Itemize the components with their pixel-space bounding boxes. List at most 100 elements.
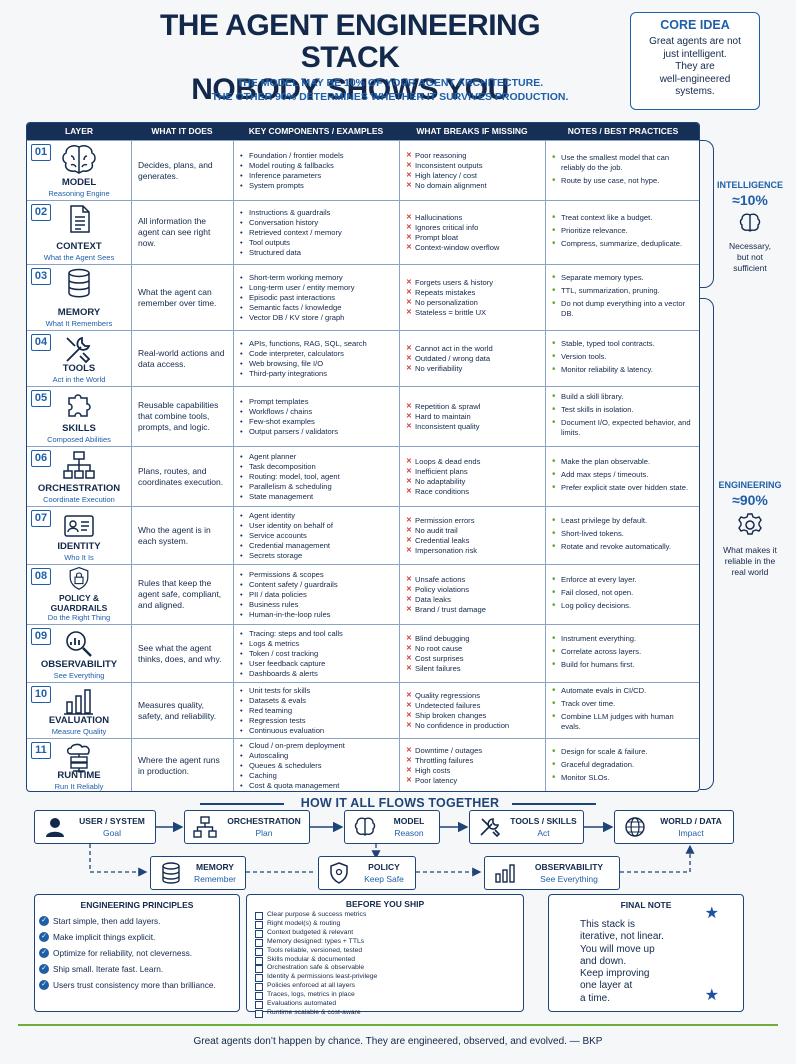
layer-description: Plans, routes, and coordinates execution…: [138, 465, 224, 487]
what-cell: Where the agent runs in production.: [131, 739, 233, 791]
flow-title-rule-left: [200, 803, 284, 805]
checklist-item[interactable]: Orchestration safe & observable: [247, 964, 523, 974]
principles-heading: ENGINEERING PRINCIPLES: [80, 900, 194, 910]
col-header-layer: LAYER: [64, 126, 94, 136]
col-header-what: WHAT IT DOES: [151, 126, 213, 136]
component-item: User feedback capture: [240, 659, 393, 669]
component-item: Logs & metrics: [240, 639, 393, 649]
hierarchy-icon: [63, 451, 95, 479]
layer-subtitle: Who It Is: [64, 553, 94, 562]
component-item: Foundation / frontier models: [240, 151, 393, 161]
break-item: No root cause: [406, 644, 539, 654]
user-icon: [46, 818, 64, 837]
break-item: Inconsistent quality: [406, 422, 539, 432]
checklist-item[interactable]: Runtime scalable & cost-aware: [247, 1009, 523, 1018]
note-item: Fail closed, not open.: [552, 588, 695, 598]
checklist-item[interactable]: Identity & permissions least-privilege: [247, 973, 523, 983]
notes-cell: Build a skill library.Test skills in iso…: [545, 387, 699, 446]
checklist-item[interactable]: Policies enforced at all layers: [247, 982, 523, 992]
note-item: Compress, summarize, deduplicate.: [552, 239, 695, 249]
checklist-item[interactable]: Clear purpose & success metrics: [247, 911, 523, 920]
checklist-item[interactable]: Memory designed: types + TTLs: [247, 938, 523, 947]
flow-node-sub: Impact: [678, 828, 704, 838]
component-item: Long-term user / entity memory: [240, 283, 393, 293]
what-cell: Reusable capabilities that combine tools…: [131, 387, 233, 446]
layer-number: 08: [31, 568, 51, 585]
note-item: Build for humans first.: [552, 660, 695, 670]
breaks-cell: Poor reasoningInconsistent outputsHigh l…: [399, 141, 545, 200]
break-item: Data leaks: [406, 595, 539, 605]
subtitle-line-2: THE OTHER 90% DETERMINES WHETHER IT SURV…: [211, 91, 569, 103]
core-idea-line: just intelligent.: [663, 48, 727, 60]
checklist-item[interactable]: Skills modular & documented: [247, 956, 523, 965]
note-item: Prefer explicit state over hidden state.: [552, 483, 695, 493]
flow-node-sub: Act: [537, 828, 550, 838]
principle-item: ✓Ship small. Iterate fast. Learn.: [35, 964, 239, 974]
layer-number: 04: [31, 334, 51, 351]
layer-name: IDENTITY: [57, 541, 101, 552]
engineering-pct: ≈90%: [732, 492, 768, 508]
brain-icon: [739, 213, 761, 232]
lock-shield-icon: [69, 566, 89, 590]
final-note-box: FINAL NOTE This stack is iterative, not …: [548, 894, 744, 1012]
component-item: Datasets & evals: [240, 696, 393, 706]
layer-description: Where the agent runs in production.: [138, 755, 220, 776]
flow-node-policy: POLICY Keep Safe: [318, 856, 416, 890]
component-item: APIs, functions, RAG, SQL, search: [240, 339, 393, 349]
notes-cell: Separate memory types.TTL, summarization…: [545, 265, 699, 330]
component-item: Agent planner: [240, 452, 393, 462]
component-item: Short-term working memory: [240, 273, 393, 283]
component-item: Routing: model, tool, agent: [240, 472, 393, 482]
puzzle-icon: [68, 394, 91, 417]
col-header-notes: NOTES / BEST PRACTICES: [567, 126, 679, 136]
checklist-item[interactable]: Traces, logs, metrics in place: [247, 991, 523, 1001]
checklist-item[interactable]: Context budgeted & relevant: [247, 929, 523, 938]
layer-description: Decides, plans, and generates.: [138, 159, 213, 181]
component-item: Cost & quota management: [240, 781, 393, 791]
component-item: Third-party integrations: [240, 369, 393, 379]
final-note-line: iterative, not linear.: [580, 931, 664, 943]
engineering-desc-line: reliable in the: [724, 556, 776, 566]
component-item: Permissions & scopes: [240, 570, 393, 580]
break-item: Ignores critical info: [406, 223, 539, 233]
principles-list: ✓Start simple, then add layers.✓Make imp…: [35, 916, 239, 990]
component-item: System prompts: [240, 181, 393, 191]
component-item: Task decomposition: [240, 462, 393, 472]
break-item: Downtime / outages: [406, 746, 539, 756]
table-header: LAYER WHAT IT DOES KEY COMPONENTS / EXAM…: [27, 123, 699, 140]
flow-node-title: OBSERVABILITY: [534, 862, 604, 872]
col-header-components: KEY COMPONENTS / EXAMPLES: [248, 126, 384, 136]
checklist-item[interactable]: Evaluations automated: [247, 1000, 523, 1009]
break-item: Stateless = brittle UX: [406, 308, 539, 318]
notes-cell: Automate evals in CI/CD.Track over time.…: [545, 683, 699, 738]
break-item: Prompt bloat: [406, 233, 539, 243]
notes-cell: Enforce at every layer.Fail closed, not …: [545, 565, 699, 624]
checklist-heading: BEFORE YOU SHIP: [345, 899, 425, 909]
break-item: No verifiability: [406, 364, 539, 374]
break-item: Undetected failures: [406, 701, 539, 711]
checklist-item[interactable]: Right model(s) & routing: [247, 920, 523, 929]
component-item: Secrets storage: [240, 551, 393, 561]
checklist-item[interactable]: Tools reliable, versioned, tested: [247, 947, 523, 956]
layer-number: 09: [31, 628, 51, 645]
note-item: Do not dump everything into a vector DB.: [552, 299, 695, 319]
flow-node-sub: Keep Safe: [364, 874, 404, 884]
engineering-bracket: [700, 298, 714, 790]
layer-name: SKILLS: [62, 423, 96, 434]
breaks-cell: HallucinationsIgnores critical infoPromp…: [399, 201, 545, 264]
database-icon: [68, 268, 90, 298]
notes-cell: Least privilege by default.Short-lived t…: [545, 507, 699, 564]
component-item: Workflows / chains: [240, 407, 393, 417]
component-item: Content safety / guardrails: [240, 580, 393, 590]
engineering-desc-line: What makes it: [723, 545, 777, 555]
core-idea-line: Great agents are not: [649, 36, 741, 47]
principles-box: ENGINEERING PRINCIPLES ✓Start simple, th…: [34, 894, 240, 1012]
